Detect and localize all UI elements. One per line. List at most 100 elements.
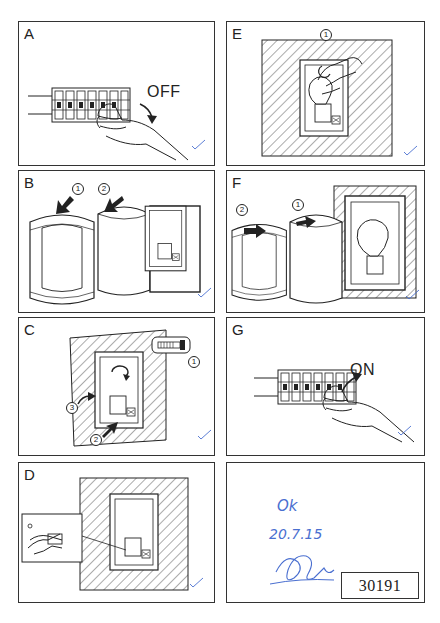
lamp-base (351, 202, 399, 284)
step-panel: A (18, 21, 215, 166)
wiring-inset (48, 534, 62, 544)
step-letter: A (24, 26, 34, 41)
callout-number: 2 (90, 434, 102, 446)
signature (270, 556, 334, 584)
motion-arrow (104, 196, 124, 212)
step-panel: B (18, 170, 215, 313)
handwritten-note: 20.7.15 (269, 527, 322, 541)
breaker-panel (28, 88, 130, 122)
motion-arrow (102, 422, 118, 438)
check-mark (198, 430, 211, 439)
lamp-cage (30, 215, 94, 304)
callout-number: 2 (236, 204, 248, 216)
wiring-inset (82, 536, 126, 550)
wall (262, 40, 392, 156)
motion-arrow (56, 196, 74, 214)
hand (318, 58, 362, 94)
motion-arrow (78, 392, 118, 438)
step-panel: E (226, 21, 425, 166)
step-letter: B (24, 175, 34, 190)
lamp-cage (232, 225, 286, 301)
diffuser (290, 215, 342, 303)
callout-number: 1 (72, 183, 84, 195)
hand (319, 66, 330, 77)
step-letter: C (24, 322, 35, 337)
wall (262, 40, 392, 156)
approval-panel: Ok 20.7.15 30191 (226, 462, 425, 603)
hand (97, 104, 188, 160)
lamp-base (95, 352, 143, 428)
step-panel: C (18, 317, 215, 456)
lamp-base (345, 196, 405, 290)
lamp-base (300, 60, 348, 136)
bulb (309, 77, 332, 104)
check-mark (192, 140, 205, 149)
switch-state: ON (350, 362, 375, 378)
breaker-panel (254, 370, 356, 404)
screw-callout (152, 337, 190, 353)
callout-number: 1 (188, 356, 200, 368)
motion-arrow (140, 104, 152, 117)
part-number-box: 30191 (341, 572, 419, 599)
check-mark (406, 290, 419, 299)
step-letter: F (232, 175, 241, 190)
lamp-base (300, 60, 348, 136)
check-mark (190, 578, 203, 587)
motion-arrow (342, 377, 356, 392)
step-panel: D (18, 462, 215, 603)
lamp-base (145, 206, 186, 271)
wiring-inset (22, 514, 82, 562)
check-mark (398, 426, 411, 435)
hand (318, 58, 362, 94)
lamp-base (145, 206, 200, 292)
check-mark (190, 140, 419, 587)
screw-callout (180, 340, 185, 350)
check-mark (198, 288, 211, 297)
wall (80, 478, 188, 590)
motion-arrow (244, 224, 266, 238)
rotation-arrow (123, 374, 130, 381)
screw-callout (152, 337, 190, 353)
wiring-inset (28, 534, 62, 554)
motion-arrow (88, 392, 96, 401)
wall (334, 186, 416, 298)
motion-arrow (140, 104, 157, 124)
switch-state: OFF (147, 84, 181, 100)
callout-number: 1 (320, 29, 332, 41)
rotation-arrow (112, 366, 128, 376)
diffuser (290, 215, 342, 303)
screw-callout (158, 342, 180, 348)
motion-arrow (147, 115, 157, 124)
diffuser (98, 207, 150, 295)
hand (323, 386, 414, 442)
wiring-inset (28, 524, 32, 528)
handwritten-note: Ok (277, 499, 298, 514)
lamp-base (110, 494, 158, 570)
step-panel: G (226, 317, 425, 456)
signature (276, 556, 334, 580)
part-number: 30191 (342, 573, 418, 598)
wall (80, 478, 188, 590)
check-mark (404, 146, 417, 155)
step-panel: F (226, 170, 425, 313)
breaker-panel (254, 370, 356, 404)
hand (97, 104, 188, 160)
callout-number: 3 (66, 402, 78, 414)
step-letter: E (232, 26, 242, 41)
wall (334, 186, 416, 298)
bulb (357, 220, 388, 256)
diffuser (98, 207, 150, 295)
bulb (309, 77, 332, 104)
wiring-inset (22, 514, 126, 562)
motion-arrow (244, 216, 316, 238)
lamp-base (95, 352, 143, 428)
signature (270, 580, 334, 585)
lamp-cage (232, 225, 286, 301)
bulb (357, 220, 388, 256)
hand (323, 386, 414, 442)
callout-number: 2 (98, 183, 110, 195)
lamp-base (110, 494, 158, 570)
screw-callout (161, 342, 173, 348)
